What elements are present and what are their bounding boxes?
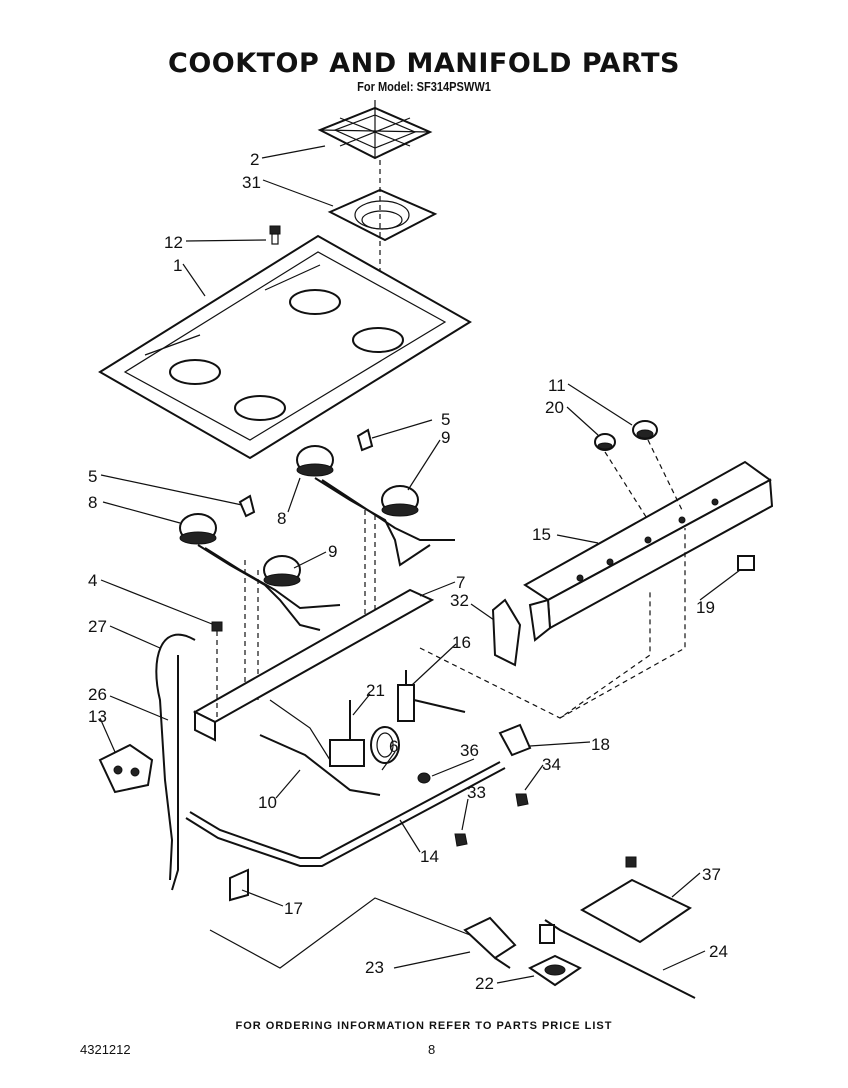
knob-insert-part xyxy=(594,433,616,451)
leader-lines xyxy=(99,145,741,984)
document-number: 4321212 xyxy=(80,1042,131,1057)
callout-1: 1 xyxy=(173,256,182,275)
callout-9-right: 9 xyxy=(441,428,450,447)
manifold-rail-part xyxy=(523,460,774,642)
callout-10: 10 xyxy=(258,793,277,812)
callout-20: 20 xyxy=(545,398,564,417)
cooktop-part xyxy=(98,234,472,460)
callout-17: 17 xyxy=(284,899,303,918)
callout-23: 23 xyxy=(365,958,384,977)
valve-part xyxy=(329,700,365,767)
screw-part xyxy=(269,225,281,245)
callout-31: 31 xyxy=(242,173,261,192)
callout-4: 4 xyxy=(88,571,97,590)
burner-tube-part xyxy=(539,919,696,999)
callout-2: 2 xyxy=(250,150,259,169)
callout-14: 14 xyxy=(420,847,439,866)
heat-shield-part xyxy=(579,856,692,944)
manifold-bracket-part xyxy=(192,588,435,742)
callout-7: 7 xyxy=(456,573,465,592)
clip-part xyxy=(737,555,755,571)
callout-32: 32 xyxy=(450,591,469,610)
callout-5-left: 5 xyxy=(88,467,97,486)
shield-part xyxy=(491,598,522,667)
callout-27: 27 xyxy=(88,617,107,636)
burner-bowl-part xyxy=(327,188,438,242)
callout-18: 18 xyxy=(591,735,610,754)
gas-line-part xyxy=(155,633,196,891)
callout-33: 33 xyxy=(467,783,486,802)
callout-34: 34 xyxy=(542,755,561,774)
callout-21: 21 xyxy=(366,681,385,700)
gas-tube-part xyxy=(185,761,506,867)
lower-bracket-part xyxy=(229,868,249,902)
bracket-part-right xyxy=(356,428,374,452)
left-burner-assembly xyxy=(179,513,341,700)
page-number: 8 xyxy=(428,1042,436,1057)
bracket-part-left xyxy=(238,494,256,518)
wiring-harness-part xyxy=(259,699,381,796)
oven-switch-part xyxy=(463,916,517,969)
callout-8-left: 8 xyxy=(88,493,97,512)
burner-grate-part xyxy=(317,100,433,160)
page-title: COOKTOP AND MANIFOLD PARTS xyxy=(168,48,680,79)
callout-labels: 2 31 12 1 5 9 11 20 5 8 8 9 15 7 32 19 4… xyxy=(88,150,728,993)
callout-5-right: 5 xyxy=(441,410,450,429)
callout-24: 24 xyxy=(709,942,728,961)
callout-13: 13 xyxy=(88,707,107,726)
ordering-note: FOR ORDERING INFORMATION REFER TO PARTS … xyxy=(235,1020,613,1032)
igniter-block-part xyxy=(528,954,582,987)
callout-19: 19 xyxy=(696,598,715,617)
callout-26: 26 xyxy=(88,685,107,704)
mounting-bracket-part xyxy=(498,723,532,757)
model-subtitle: For Model: SF314PSWW1 xyxy=(357,79,491,94)
callout-37: 37 xyxy=(702,865,721,884)
fastener-parts xyxy=(417,772,529,847)
callout-16: 16 xyxy=(452,633,471,652)
spring-part xyxy=(370,726,400,764)
callout-22: 22 xyxy=(475,974,494,993)
callout-8-right: 8 xyxy=(277,509,286,528)
igniter-switch-part xyxy=(397,670,466,722)
callout-9-left: 9 xyxy=(328,542,337,561)
callout-15: 15 xyxy=(532,525,551,544)
nut-part xyxy=(211,621,223,720)
knob-part xyxy=(632,420,658,440)
callout-12: 12 xyxy=(164,233,183,252)
callout-36: 36 xyxy=(460,741,479,760)
right-burner-assembly xyxy=(296,445,455,630)
callout-6: 6 xyxy=(389,737,398,756)
pressure-regulator-part xyxy=(98,743,154,794)
callout-11: 11 xyxy=(548,376,566,395)
